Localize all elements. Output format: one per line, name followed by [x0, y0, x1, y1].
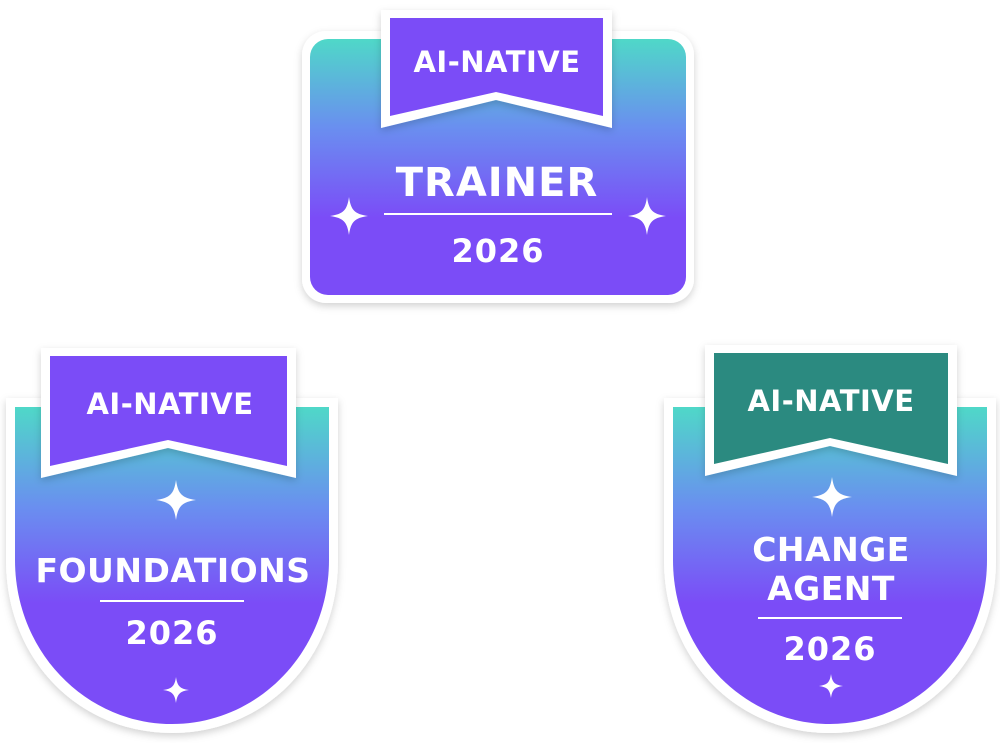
badge-foundations: AI-NATIVE FOUNDATIONS 2026	[6, 348, 338, 733]
badge-foundations-title: FOUNDATIONS	[35, 551, 310, 590]
badge-trainer-year: 2026	[451, 232, 544, 270]
badge-foundations-ribbon-label: AI-NATIVE	[86, 387, 253, 421]
badge-trainer-ribbon-label: AI-NATIVE	[413, 45, 580, 79]
badge-change-agent-ribbon-label: AI-NATIVE	[747, 384, 914, 418]
badge-trainer-ribbon	[390, 18, 603, 116]
badge-change-agent-title-line1: CHANGE	[752, 530, 910, 569]
badge-foundations-year: 2026	[125, 614, 218, 652]
badge-trainer: AI-NATIVE TRAINER 2026	[302, 10, 694, 303]
badge-change-agent: AI-NATIVE CHANGE AGENT 2026	[664, 345, 996, 733]
badge-change-agent-year: 2026	[783, 630, 876, 668]
badge-change-agent-fill	[673, 407, 987, 724]
badge-foundations-fill	[15, 407, 329, 724]
badge-change-agent-ribbon	[714, 353, 948, 464]
badge-foundations-ribbon	[50, 356, 287, 466]
badge-change-agent-title-line2: AGENT	[767, 569, 895, 608]
badge-trainer-title: TRAINER	[396, 160, 599, 206]
